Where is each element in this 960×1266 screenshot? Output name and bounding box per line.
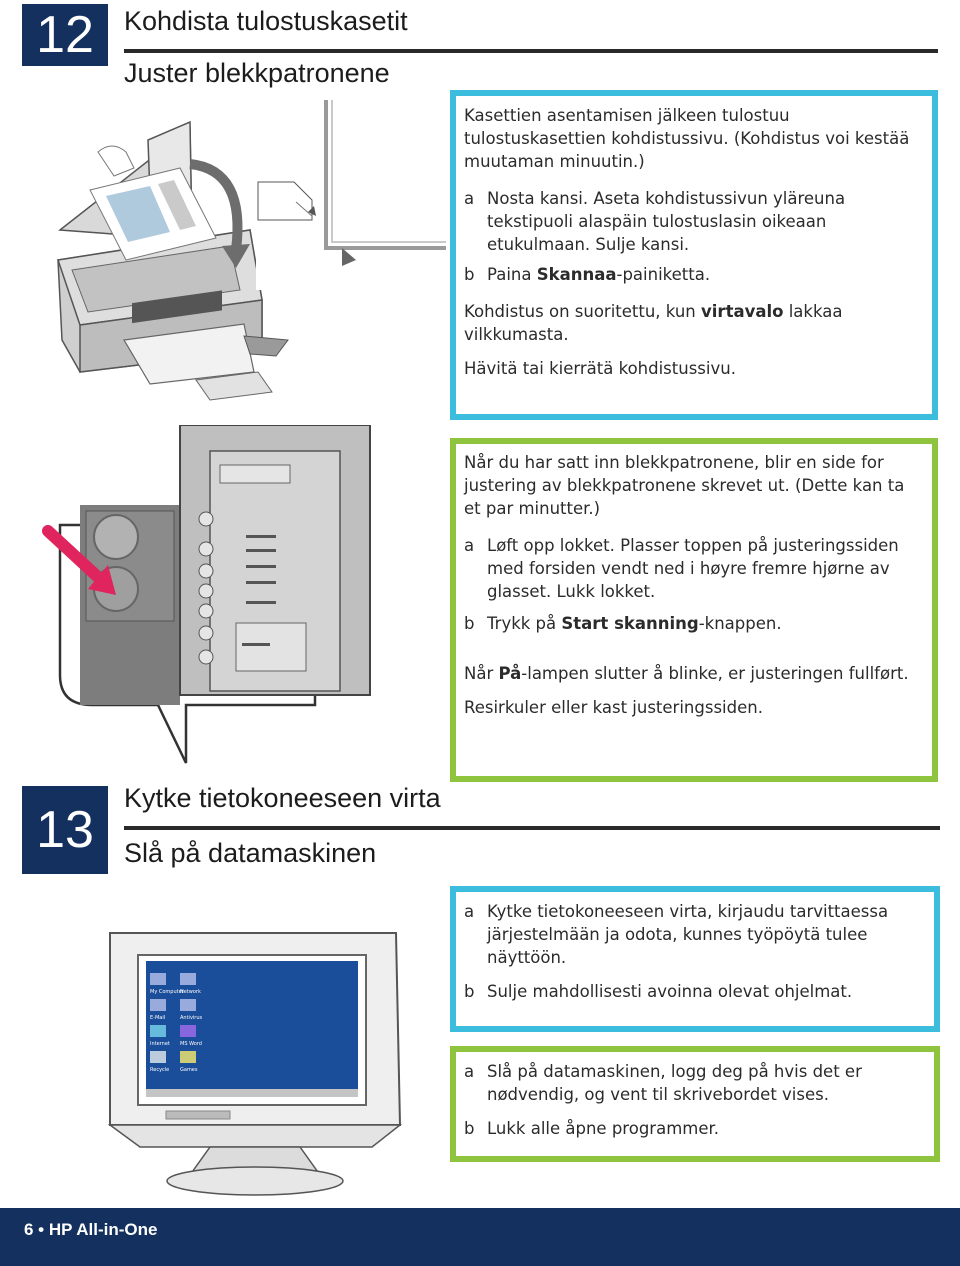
fi-intro: Kasettien asentamisen jälkeen tulostuu t… <box>464 106 910 171</box>
fi-item-a-text: Nosta kansi. Aseta kohdistussivun yläreu… <box>487 189 846 254</box>
fi-recycle-text: Hävitä tai kierrätä kohdistussivu. <box>464 359 736 378</box>
no-item-b-text: Trykk på Start skanning-knappen. <box>487 614 782 633</box>
step-12-fi-box <box>450 90 938 420</box>
step-12-divider <box>124 49 938 53</box>
step-13-no-text: a Slå på datamaskinen, logg deg på hvis … <box>464 1060 904 1140</box>
step-12-fi-text: Kasettien asentamisen jälkeen tulostuu t… <box>464 104 914 380</box>
fi13-item-b-text: Sulje mahdollisesti avoinna olevat ohjel… <box>487 982 853 1001</box>
fi13-item-a-text: Kytke tietokoneeseen virta, kirjaudu tar… <box>487 902 889 967</box>
step-12-title-no: Juster blekkpatronene <box>124 58 390 88</box>
desktop-icon-5: MS Word <box>180 1041 202 1047</box>
control-panel-callout <box>42 425 371 764</box>
step-12-no-text: Når du har satt inn blekkpatronene, blir… <box>464 451 914 719</box>
step-12-title-fi: Kohdista tulostuskasetit <box>124 6 408 36</box>
no-item-b-letter: b <box>464 614 475 633</box>
desktop-icon-7: Games <box>180 1067 198 1073</box>
step-13-title-no: Slå på datamaskinen <box>124 838 377 868</box>
no13-item-a-text: Slå på datamaskinen, logg deg på hvis de… <box>487 1062 862 1104</box>
desktop-icon-2: E-Mail <box>150 1015 165 1021</box>
desktop-icon-0: My Computer <box>150 989 185 995</box>
step-13-fi-box <box>450 886 940 1032</box>
footer-page-label: 6 • HP All-in-One <box>24 1220 158 1239</box>
no-intro: Når du har satt inn blekkpatronene, blir… <box>464 453 905 518</box>
no-item-a-text: Løft opp lokket. Plasser toppen på juste… <box>487 536 899 601</box>
no13-item-b-text: Lukk alle åpne programmer. <box>487 1119 719 1138</box>
step-13-fi-text: a Kytke tietokoneeseen virta, kirjaudu t… <box>464 900 904 1003</box>
step-12-no-box <box>450 438 938 782</box>
fi-done-text: Kohdistus on suoritettu, kun virtavalo l… <box>464 302 843 344</box>
no13-item-a-letter: a <box>464 1062 475 1081</box>
no13-item-b-letter: b <box>464 1119 475 1138</box>
step-13-divider <box>124 826 940 830</box>
fi-item-a-letter: a <box>464 189 475 208</box>
desktop-icon-4: Internet <box>150 1041 170 1047</box>
printer-illustration <box>57 120 289 401</box>
fi13-item-b-letter: b <box>464 982 475 1001</box>
no-done-text: Når På-lampen slutter å blinke, er juste… <box>464 664 909 683</box>
monitor-illustration: My Computer Network E-Mail Antivirus Int… <box>107 932 403 1196</box>
fi13-item-a-letter: a <box>464 902 475 921</box>
fi-item-b-text: Paina Skannaa-painiketta. <box>487 265 711 284</box>
step-13-title-fi: Kytke tietokoneeseen virta <box>124 783 441 813</box>
step-13-number: 13 <box>22 786 108 874</box>
step-12-number: 12 <box>22 4 108 66</box>
desktop-icon-1: Network <box>180 989 201 995</box>
fi-item-b-letter: b <box>464 265 475 284</box>
no-recycle-text: Resirkuler eller kast justeringssiden. <box>464 698 763 717</box>
footer-bar: 6 • HP All-in-One <box>0 1208 960 1266</box>
desktop-icon-3: Antivirus <box>180 1015 203 1021</box>
desktop-icon-6: Recycle <box>150 1067 169 1073</box>
glass-corner-detail <box>256 100 446 290</box>
step-13-no-box <box>450 1046 940 1162</box>
no-item-a-letter: a <box>464 536 475 555</box>
